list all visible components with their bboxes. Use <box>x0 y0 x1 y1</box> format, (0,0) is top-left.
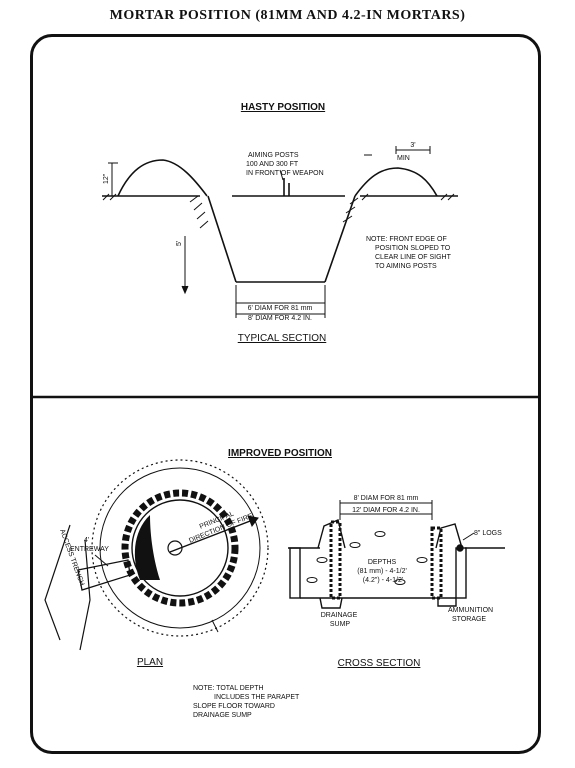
left-parapet <box>117 159 208 197</box>
plan-view-drawing <box>44 459 269 651</box>
hasty-note: NOTE: FRONT EDGE OF POSITION SLOPED TO C… <box>366 236 453 270</box>
ammo-storage-label: AMMUNITION STORAGE <box>448 607 495 623</box>
aiming-posts-line-2: 100 AND 300 FT <box>246 161 299 168</box>
access-trench-left <box>44 524 71 641</box>
sump-line-2: SUMP <box>330 621 351 628</box>
outer-parapet-ring <box>91 459 269 637</box>
hasty-note-line-1: NOTE: FRONT EDGE OF <box>366 236 447 243</box>
logs-leader <box>462 532 475 541</box>
soil-hatching <box>102 193 455 229</box>
pit-left-wall <box>207 195 237 283</box>
aiming-posts-line-1: AIMING POSTS <box>248 152 299 159</box>
width-42in-label: 8' DIAM FOR 4.2 IN. <box>248 315 312 322</box>
min-width-dimension <box>395 146 431 154</box>
access-trench-right <box>79 539 91 651</box>
cross-section-drawing <box>288 519 505 609</box>
improved-note-line-2: INCLUDES THE PARAPET <box>214 694 300 701</box>
direction-of-fire-arrow <box>169 517 259 553</box>
plan-shadow <box>134 515 160 580</box>
hasty-note-line-3: CLEAR LINE OF SIGHT <box>375 254 452 261</box>
xs-right-revetment <box>430 526 443 600</box>
min-width-unit: MIN <box>397 155 410 162</box>
pit-right-wall <box>324 195 356 283</box>
principal-fire-label: PRINCIPAL DIRECTION OF FIRE <box>185 504 254 544</box>
entryway <box>77 559 131 591</box>
improved-note-line-1: NOTE: TOTAL DEPTH <box>193 685 264 692</box>
min-width-value: 3' <box>410 142 415 149</box>
ammo-line-1: AMMUNITION <box>448 607 493 614</box>
plan-caption: PLAN <box>137 657 163 668</box>
hasty-note-line-4: TO AIMING POSTS <box>375 263 437 270</box>
entryway-label: 4' ENTREWAY <box>70 537 109 553</box>
parapet-height-label: 12" <box>103 173 110 184</box>
xs-sump <box>319 597 343 609</box>
entryway-label-line-1: 4' <box>84 537 89 544</box>
hasty-heading: HASTY POSITION <box>241 102 325 113</box>
figure-frame <box>30 34 541 754</box>
xs-depth-label: DEPTHS (81 mm) - 4-1/2' (4.2") - 4-1/2' <box>357 559 409 584</box>
depth-dimension <box>181 236 189 295</box>
access-trench-label: ACCESS TRENCH <box>58 528 85 587</box>
xs-width-dimensions <box>339 500 433 520</box>
page-title: MORTAR POSITION (81MM AND 4.2-IN MORTARS… <box>109 8 466 23</box>
right-parapet <box>354 167 438 197</box>
plan-leader <box>211 619 219 633</box>
xs-stones <box>306 531 428 585</box>
parapet-height-dimension <box>108 162 118 196</box>
xs-width-42in-label: 12' DIAM FOR 4.2 IN. <box>352 507 420 514</box>
width-dimensions <box>235 285 326 318</box>
parapet-edge <box>99 467 261 629</box>
typical-section-caption: TYPICAL SECTION <box>238 333 327 344</box>
xs-width-81mm-label: 8' DIAM FOR 81 mm <box>354 495 419 502</box>
xs-ammo-niche <box>437 598 457 607</box>
improved-note-line-3: SLOPE FLOOR TOWARD <box>193 703 275 710</box>
xs-depth-line-2: (81 mm) - 4-1/2' <box>357 568 407 575</box>
hasty-note-line-2: POSITION SLOPED TO <box>375 245 451 252</box>
sump-line-1: DRAINAGE <box>321 612 358 619</box>
sump-label: DRAINAGE SUMP <box>321 612 360 628</box>
log-end <box>456 544 464 552</box>
aiming-posts-label: AIMING POSTS 100 AND 300 FT IN FRONT OF … <box>246 152 324 177</box>
improved-note-line-4: DRAINAGE SUMP <box>193 712 252 719</box>
entryway-label-line-2: ENTREWAY <box>70 546 109 553</box>
direction-of-fire-arrowhead <box>247 515 259 528</box>
ammo-line-2: STORAGE <box>452 616 486 623</box>
xs-right-wall <box>455 547 467 599</box>
width-81mm-label: 6' DIAM FOR 81 mm <box>248 305 313 312</box>
depth-label: 5' <box>176 241 183 246</box>
aiming-posts-line-3: IN FRONT OF WEAPON <box>246 170 324 177</box>
improved-note: NOTE: TOTAL DEPTH INCLUDES THE PARAPET S… <box>193 685 301 719</box>
hasty-section-drawing <box>102 159 458 283</box>
xs-depth-line-3: (4.2") - 4-1/2' <box>363 577 403 584</box>
pit-edge <box>131 499 229 597</box>
entryway-leader <box>94 554 109 567</box>
aiming-posts-leader <box>279 169 284 181</box>
improved-heading: IMPROVED POSITION <box>228 448 332 459</box>
xs-depth-line-1: DEPTHS <box>368 559 397 566</box>
xs-left-wall <box>289 547 301 599</box>
xs-right-parapet <box>435 523 463 549</box>
xs-left-revetment <box>329 520 342 600</box>
cross-section-caption: CROSS SECTION <box>338 658 421 669</box>
logs-label: 8" LOGS <box>474 530 502 537</box>
revetment-ring <box>121 489 239 607</box>
